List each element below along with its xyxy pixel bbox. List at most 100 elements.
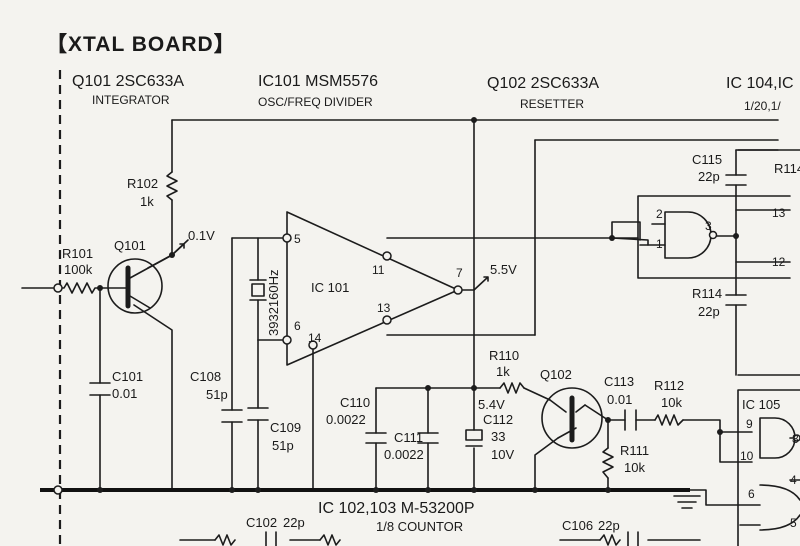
q102-ref: Q102 xyxy=(540,367,572,382)
ic105-gate-lower xyxy=(759,484,800,531)
q102-function: RESETTER xyxy=(520,97,584,111)
q102-leads xyxy=(557,404,586,439)
ic101-voltage: 5.5V xyxy=(490,262,517,277)
c110-value: 0.0022 xyxy=(326,412,366,427)
ic104-pin-3: 3 xyxy=(705,219,712,233)
c106-value: 22p xyxy=(598,518,620,533)
q101-collector xyxy=(129,254,173,279)
q101-header: Q101 2SC633A xyxy=(72,73,184,90)
ic101-pin-5: 5 xyxy=(294,232,301,246)
ic101-header: IC101 MSM5576 xyxy=(258,73,378,90)
c112-rating: 10V xyxy=(491,447,514,462)
r114-ref: R114 xyxy=(692,286,722,301)
ic104-pin-1: 1 xyxy=(656,237,663,251)
r110-value: 1k xyxy=(496,364,510,379)
crystal-body xyxy=(251,283,265,297)
q101-emitter xyxy=(129,295,151,309)
c112-capacitor xyxy=(465,429,483,441)
ic101-pin-13: 13 xyxy=(377,301,391,315)
ic101-pin-14: 14 xyxy=(308,331,322,345)
c101-ref: C101 xyxy=(112,369,143,384)
ic101-pin-7: 7 xyxy=(456,266,463,280)
xtal-frequency: 3932160Hz xyxy=(266,270,281,337)
q101-function: INTEGRATOR xyxy=(92,93,170,107)
q102-base xyxy=(549,399,567,413)
r114-value: 22p xyxy=(698,304,720,319)
c113-value: 0.01 xyxy=(607,392,632,407)
ic104-gate-bubble xyxy=(708,230,718,240)
r102-resistor xyxy=(166,171,178,201)
c115-capacitor xyxy=(725,174,747,186)
r111-resistor xyxy=(602,447,614,479)
c113-capacitor xyxy=(624,409,637,431)
q101-transistor xyxy=(107,258,163,314)
r112-resistor xyxy=(654,414,684,426)
r101-resistor xyxy=(57,282,101,294)
ic104-header: IC 104,IC xyxy=(726,75,794,92)
c112-value: 33 xyxy=(491,429,505,444)
c101-value: 0.01 xyxy=(112,386,137,401)
ground-symbol xyxy=(673,495,701,509)
ic101-pin-6: 6 xyxy=(294,319,301,333)
board-title: 【XTAL BOARD】 xyxy=(46,33,236,56)
r110-resistor xyxy=(499,382,525,394)
ic104-function: 1/20,1/ xyxy=(744,99,781,113)
r114-capacitor xyxy=(725,294,747,306)
c108-value: 51p xyxy=(206,387,228,402)
c102-capacitor xyxy=(265,531,277,546)
ic101-triangle xyxy=(286,211,459,366)
c112-ref: C112 xyxy=(483,412,513,427)
c108-ref: C108 xyxy=(190,369,221,384)
ic101-function: OSC/FREQ DIVIDER xyxy=(258,95,373,109)
c109-ref: C109 xyxy=(270,420,301,435)
q102-transistor xyxy=(541,387,603,449)
bus-function: 1/8 COUNTOR xyxy=(376,519,463,534)
ic105-pin-8: 8 xyxy=(792,432,799,446)
c111-ref: C111 xyxy=(394,430,423,445)
c111-capacitor xyxy=(417,432,439,444)
c109-value: 51p xyxy=(272,438,294,453)
ic101-ref: IC 101 xyxy=(311,280,349,295)
c113-ref: C113 xyxy=(604,374,634,389)
c108-capacitor xyxy=(221,409,243,423)
q101-ref: Q101 xyxy=(114,238,146,253)
c110-capacitor xyxy=(365,432,387,444)
ic105-pin-6: 6 xyxy=(748,487,755,501)
crystal-leads xyxy=(249,279,267,301)
c106-ref: C106 xyxy=(562,518,593,533)
ic104-package xyxy=(637,195,791,279)
bus-ic-ref: IC 102,103 M-53200P xyxy=(318,500,475,517)
c101-capacitor xyxy=(89,382,111,396)
ic101-pin-11: 11 xyxy=(372,263,385,277)
ic105-pin-5: 5 xyxy=(790,516,797,530)
c111-value: 0.0022 xyxy=(384,447,424,462)
ic105-pin-10: 10 xyxy=(740,449,754,463)
ic105-pin-4: 4 xyxy=(790,473,797,487)
q101-voltage: 0.1V xyxy=(188,228,215,243)
ic101-voltage-arrow xyxy=(473,276,489,291)
wires xyxy=(21,119,800,541)
lower-resistor-1 xyxy=(214,534,236,546)
junctions xyxy=(53,117,739,495)
r101-ref: R101 xyxy=(62,246,93,261)
r112-value: 10k xyxy=(661,395,682,410)
c106-capacitor xyxy=(627,531,639,546)
r114-top-ref: R114 xyxy=(774,161,800,176)
r101-value: 100k xyxy=(64,262,93,277)
ic105-pin-9: 9 xyxy=(746,417,753,431)
lower-resistor-2 xyxy=(319,534,341,546)
ic105-package xyxy=(737,149,800,546)
ic104-pin-13: 13 xyxy=(772,206,786,220)
c115-ref: C115 xyxy=(692,152,722,167)
c115-value: 22p xyxy=(698,169,720,184)
lower-resistor-3 xyxy=(599,534,621,546)
c102-ref: C102 xyxy=(246,515,277,530)
c110-ref: C110 xyxy=(340,395,370,410)
ic104-pin-12: 12 xyxy=(772,255,786,269)
c109-capacitor xyxy=(247,407,269,421)
ic105-ref: IC 105 xyxy=(742,397,780,412)
r102-ref: R102 xyxy=(127,176,158,191)
q101-voltage-arrow xyxy=(171,243,185,256)
